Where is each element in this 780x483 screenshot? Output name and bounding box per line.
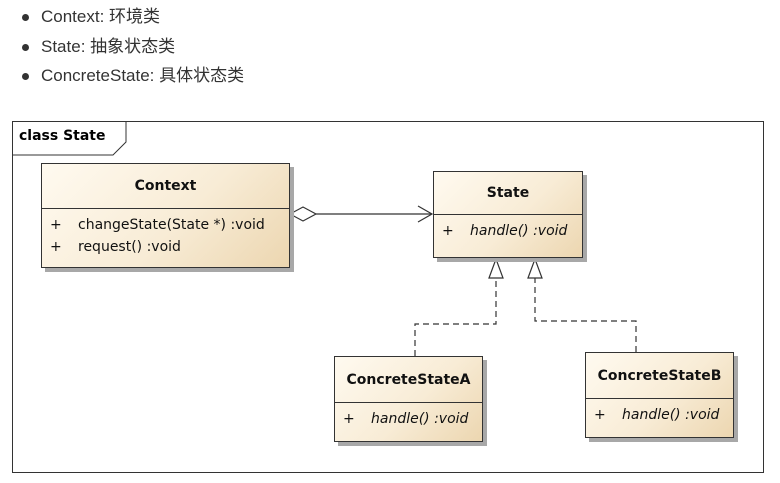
bullet-dot [22,14,29,21]
operation-signature: changeState(State *) :void [78,217,265,233]
frame-title: class State [19,128,106,144]
bullet-text: Context: 环境类 [41,7,161,26]
realization-triangle [527,257,543,279]
class-operations: + handle() :void [434,215,582,242]
class-operations: + changeState(State *) :void + request()… [42,209,289,258]
bullet-dot [22,44,29,51]
frame-title-tab [13,122,127,156]
realization-concrete-a [414,257,504,356]
visibility-marker: + [442,223,454,239]
visibility-marker: + [50,217,62,233]
aggregation-diamond [288,206,318,222]
realization-triangle [488,257,504,279]
operation-signature: handle() :void [622,407,720,423]
class-name: State [434,172,582,215]
operation-signature: handle() :void [371,411,469,427]
bullet-dot [22,73,29,80]
visibility-marker: + [50,239,62,255]
navigability-arrowhead [417,205,434,223]
bullet-item-state: State: 抽象状态类 [22,37,176,57]
operation: + handle() :void [586,404,733,426]
operation-signature: handle() :void [470,223,568,239]
operation: + request() :void [42,236,289,258]
bullet-item-context: Context: 环境类 [22,7,161,27]
visibility-marker: + [343,411,355,427]
aggregation-context-state [288,205,434,223]
class-concrete-state-b: ConcreteStateB + handle() :void [585,352,734,438]
class-operations: + handle() :void [335,403,482,430]
class-name: Context [42,164,289,209]
class-context: Context + changeState(State *) :void + r… [41,163,290,268]
class-name: ConcreteStateB [586,353,733,399]
class-concrete-state-a: ConcreteStateA + handle() :void [334,356,483,442]
class-state: State + handle() :void [433,171,583,258]
operation-signature: request() :void [78,239,181,255]
operation: + handle() :void [434,220,582,242]
class-name: ConcreteStateA [335,357,482,403]
operation: + changeState(State *) :void [42,214,289,236]
class-operations: + handle() :void [586,399,733,426]
bullet-text: ConcreteState: 具体状态类 [41,66,245,85]
bullet-item-concrete-state: ConcreteState: 具体状态类 [22,66,245,86]
realization-concrete-b [527,257,637,352]
bullet-text: State: 抽象状态类 [41,37,176,56]
visibility-marker: + [594,407,606,423]
operation: + handle() :void [335,408,482,430]
